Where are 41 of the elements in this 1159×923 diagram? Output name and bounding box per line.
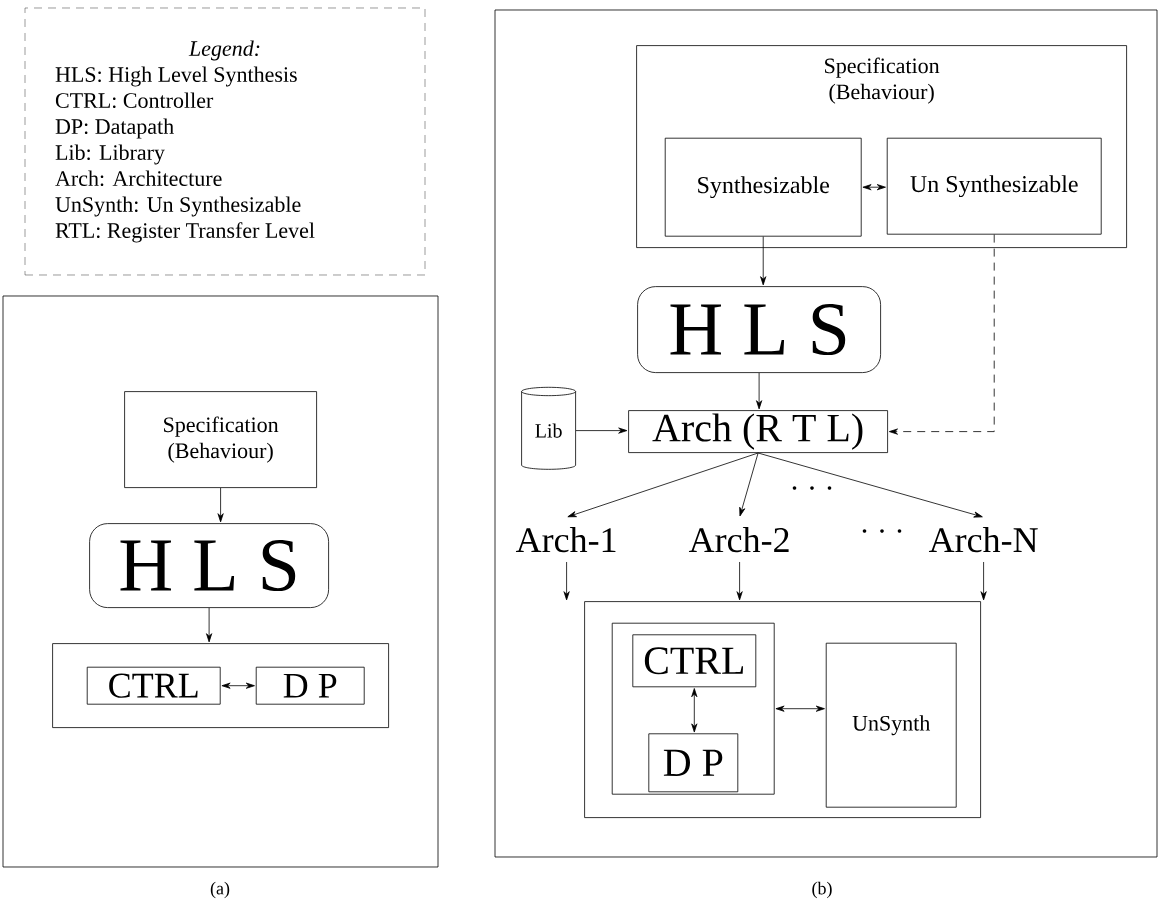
architecture-box (584, 601, 981, 818)
datapath-box: D P (255, 666, 365, 705)
controller-box: CTRL (86, 666, 221, 705)
hls-box: H L S (89, 523, 329, 608)
architecture-label: Arch-2 (689, 526, 789, 553)
architecture-label: Arch-1 (516, 526, 616, 553)
controller-box: CTRL (632, 634, 757, 688)
legend-box: Legend: HLS: High Level Synthesis CTRL: Controller DP: Datapath Lib: Library Arch: Architecture UnSynth: Un Synthesizable RTL: Register Transfer Level (24, 7, 426, 276)
specification-box: Specification (Behaviour) (124, 391, 317, 488)
arrow (567, 452, 759, 518)
arrow (756, 372, 763, 410)
arrow (575, 427, 628, 434)
library-cylinder: Lib (521, 386, 576, 470)
panel-frame (2, 295, 439, 868)
arrow (760, 236, 767, 286)
architecture-label: Arch-N (929, 526, 1038, 553)
arrow (980, 561, 987, 601)
arrow (739, 452, 759, 517)
unsynthesizable-box: Un Synthesizable (886, 137, 1102, 235)
unsynthesizable-box: UnSynth (825, 642, 957, 808)
architecture-box (52, 643, 389, 728)
arrow (221, 682, 255, 689)
arrow (563, 561, 570, 601)
hls-box: H L S (637, 286, 881, 373)
arrow (775, 705, 825, 712)
panel-caption: (a) (210, 881, 230, 899)
panel-frame (494, 9, 1158, 858)
panel-caption: (b) (812, 881, 832, 899)
architecture-box: Arch (R T L) (628, 410, 888, 453)
arrow (691, 688, 698, 733)
arrow (206, 607, 213, 643)
arrow (888, 234, 995, 435)
synthesizable-box: Synthesizable (664, 137, 862, 237)
datapath-box: D P (648, 733, 739, 793)
arrow (757, 452, 983, 518)
arrow (862, 184, 886, 191)
ellipsis-dots: · · · (862, 529, 902, 533)
arrow (217, 487, 224, 523)
ellipsis-dots: · · · (792, 486, 832, 490)
arrow (736, 561, 743, 601)
synthesizable-part-box (611, 622, 775, 795)
